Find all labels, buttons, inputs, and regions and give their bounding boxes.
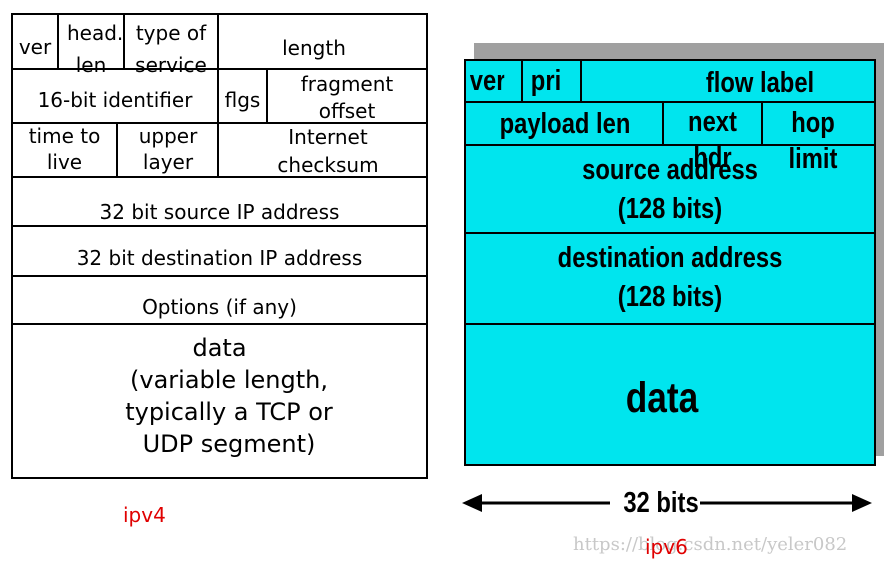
ipv4-type-of-service-field: type of service <box>135 21 207 77</box>
watermark: https://blog.csdn.net/yeler082 <box>573 534 848 555</box>
ipv4-row-divider <box>13 176 426 178</box>
ipv4-col-divider <box>217 123 219 177</box>
ipv4-data-note: (variable length, typically a TCP or UDP… <box>125 366 333 458</box>
ipv4-row-divider <box>13 275 426 277</box>
ipv4-row-divider <box>13 323 426 325</box>
ipv4-header-length-field: head. len <box>67 21 123 77</box>
ipv4-col-divider <box>217 15 219 69</box>
ipv6-row-divider <box>466 232 874 234</box>
ipv6-width-arrow <box>462 494 872 512</box>
ipv6-col-divider <box>580 61 582 102</box>
ipv4-options-field: Options (if any) <box>142 295 297 319</box>
ipv6-hop-limit-field: hop limit <box>788 107 838 175</box>
ipv4-caption: ipv4 <box>123 503 166 527</box>
arrow-left-icon <box>462 494 482 512</box>
ipv4-source-address-field: 32 bit source IP address <box>99 200 340 224</box>
ipv4-col-divider <box>266 69 268 123</box>
ipv4-row-divider <box>13 122 426 124</box>
ipv4-col-divider <box>57 15 59 69</box>
ipv6-col-divider <box>662 102 664 145</box>
ipv6-priority-field: pri <box>530 65 562 97</box>
ipv4-destination-address-field: 32 bit destination IP address <box>76 246 363 270</box>
ipv6-row-divider <box>466 323 874 325</box>
ipv4-col-divider <box>116 123 118 177</box>
ipv4-header-diagram: ver head. len type of service length 16-… <box>11 13 428 479</box>
ipv4-col-divider <box>217 69 219 123</box>
ipv4-flags-field: flgs <box>224 88 261 112</box>
ipv4-col-divider <box>123 15 125 69</box>
ipv4-fragment-offset-field: fragment offset <box>300 72 394 123</box>
ipv4-upper-layer-field: upper layer <box>138 124 198 174</box>
ipv6-source-address-size: (128 bits) <box>617 193 723 225</box>
ipv4-identifier-field: 16-bit identifier <box>37 88 193 112</box>
ipv6-row-divider <box>466 101 874 103</box>
ipv6-payload-length-field: payload len <box>499 108 631 140</box>
ipv6-data-field: data <box>625 374 699 422</box>
ipv4-length-field: length <box>282 36 346 60</box>
ipv6-destination-address-size: (128 bits) <box>617 281 723 313</box>
ipv6-version-field: ver <box>469 65 505 97</box>
ipv4-row-divider <box>13 225 426 227</box>
arrow-right-icon <box>852 494 872 512</box>
ipv6-next-header-field: next hdr <box>688 106 737 174</box>
ipv4-data-field: data <box>192 334 247 362</box>
ipv6-caption: ipv6 <box>645 535 688 559</box>
ipv6-flow-label-field: flow label <box>705 67 815 99</box>
ipv4-time-to-live-field: time to live <box>28 124 101 174</box>
ipv4-checksum-field: Internet checksum <box>277 125 379 177</box>
ipv4-row-divider <box>13 68 426 70</box>
ipv6-col-divider <box>521 61 523 102</box>
ipv6-col-divider <box>761 102 763 145</box>
ipv6-row-divider <box>466 144 874 146</box>
ipv4-version-field: ver <box>18 35 52 59</box>
ipv6-source-address-field: source address <box>582 154 758 186</box>
ipv6-destination-address-field: destination address <box>557 242 783 274</box>
ipv6-width-label: 32 bits <box>623 487 699 519</box>
ipv6-header-diagram: ver pri flow label payload len next hdr … <box>464 59 876 466</box>
